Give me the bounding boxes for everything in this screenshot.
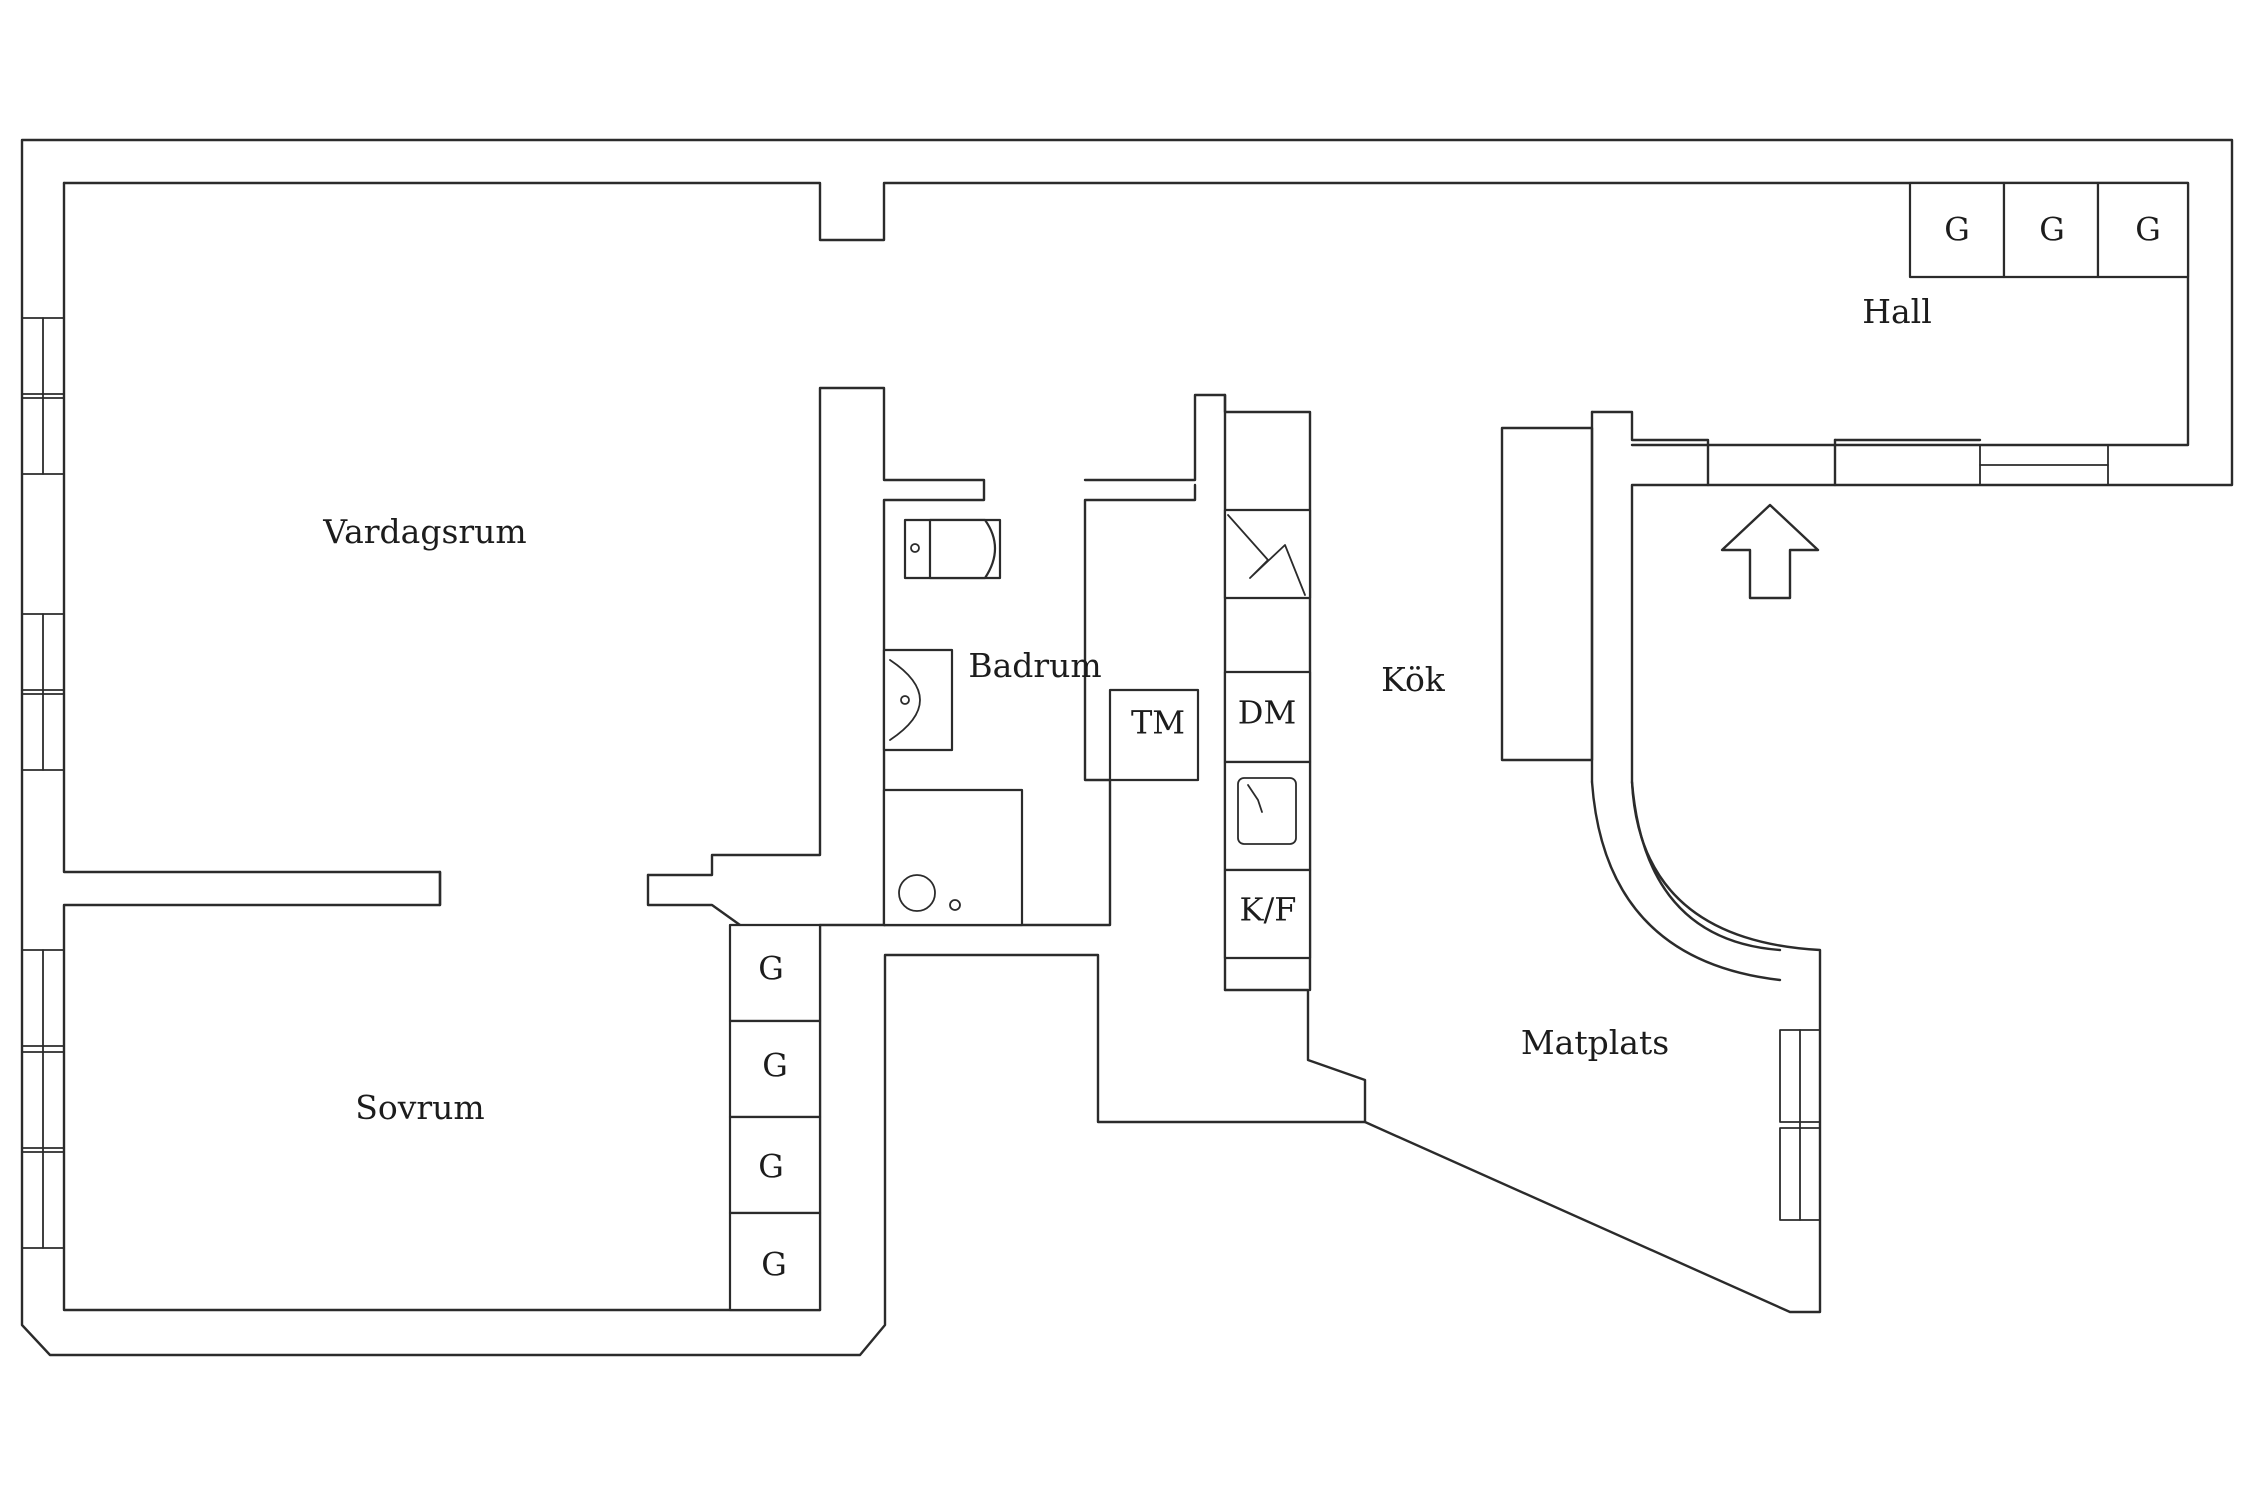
wardrobe-label: G [761,1246,787,1284]
wardrobe-label: G [2039,211,2065,249]
wardrobe-label: G [2135,211,2161,249]
interior-walls [438,386,1982,1124]
kf-label: K/F [1240,891,1297,929]
room-label-hall: Hall [1862,292,1932,331]
toilet-icon [903,518,1002,580]
entrance-arrow-icon [1720,503,1820,600]
room-label-sovrum: Sovrum [355,1088,484,1127]
stove-icon [1223,508,1312,600]
wardrobe-label: G [758,1148,784,1186]
room-label-matplats: Matplats [1521,1023,1669,1062]
room-label-kok: Kök [1381,660,1446,699]
room-label-badrum: Badrum [968,646,1101,685]
bedroom-wardrobes [728,923,822,1312]
dining-windows [1779,1029,1821,1221]
tm-box [1108,688,1200,782]
dm-box [1223,670,1312,764]
washbasin-icon [882,648,954,752]
kf-box [1223,868,1312,960]
wardrobe-label: G [1944,211,1970,249]
room-label-vardagsrum: Vardagsrum [322,512,526,551]
wardrobe-label: G [762,1047,788,1085]
hall-wardrobes [1908,181,2190,279]
wardrobe-label: G [758,950,784,988]
tm-label: TM [1131,704,1185,742]
left-windows [21,317,65,1249]
kitchen-sink-icon [1223,760,1312,872]
shower-icon [882,788,1024,927]
dm-label: DM [1238,694,1296,732]
